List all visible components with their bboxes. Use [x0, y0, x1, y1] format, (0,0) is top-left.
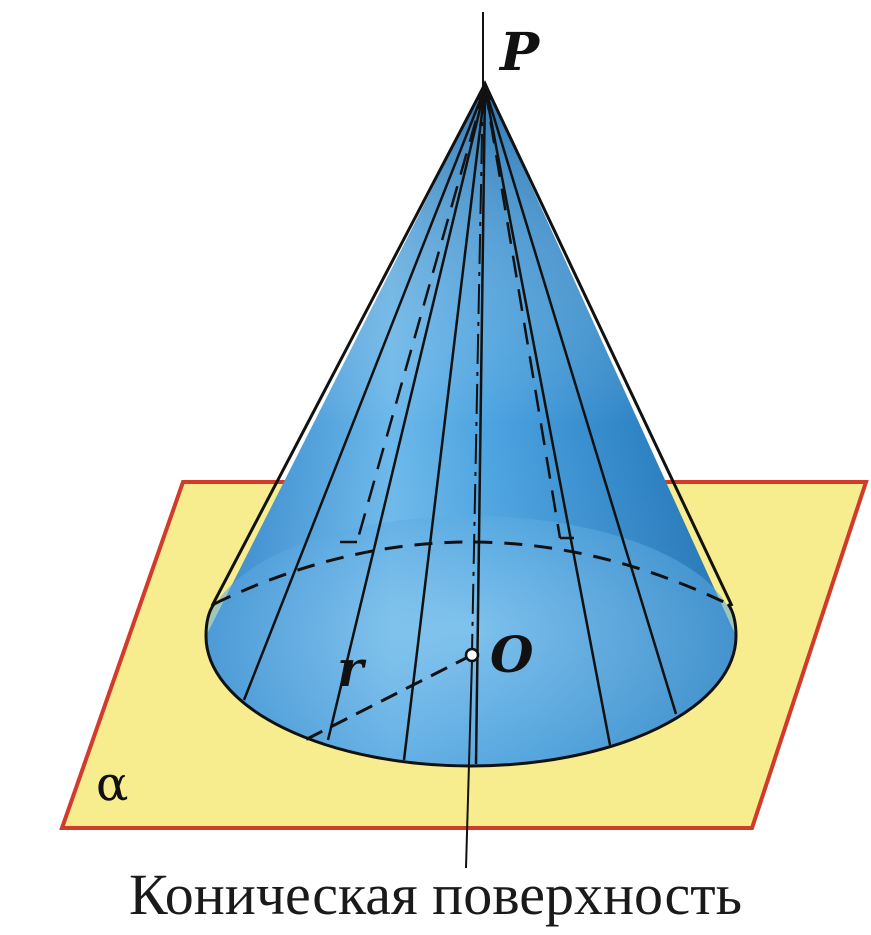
apex-label: P	[498, 22, 541, 83]
cone-left-edge	[210, 83, 487, 607]
cone	[204, 12, 738, 869]
base-front-arc	[204, 635, 738, 768]
center-label: O	[490, 625, 534, 684]
cone-base-front	[206, 516, 736, 766]
center-point	[464, 647, 480, 663]
cone-right-edge	[483, 83, 734, 607]
base-right-arc	[726, 603, 738, 637]
base-left-arc	[204, 603, 216, 637]
radius-line	[304, 653, 473, 742]
hidden-generatrices	[355, 87, 562, 543]
figure-caption: Коническая поверхность	[128, 862, 743, 927]
apex-point	[476, 80, 494, 100]
plane-label: α	[96, 756, 128, 812]
axis-inner	[471, 83, 484, 653]
visible-generatrices	[242, 87, 678, 765]
axis-lower	[465, 659, 473, 869]
hidden-generatrix-feet	[340, 536, 574, 544]
radius-label: r	[337, 639, 367, 698]
base-back-arc	[213, 540, 729, 606]
